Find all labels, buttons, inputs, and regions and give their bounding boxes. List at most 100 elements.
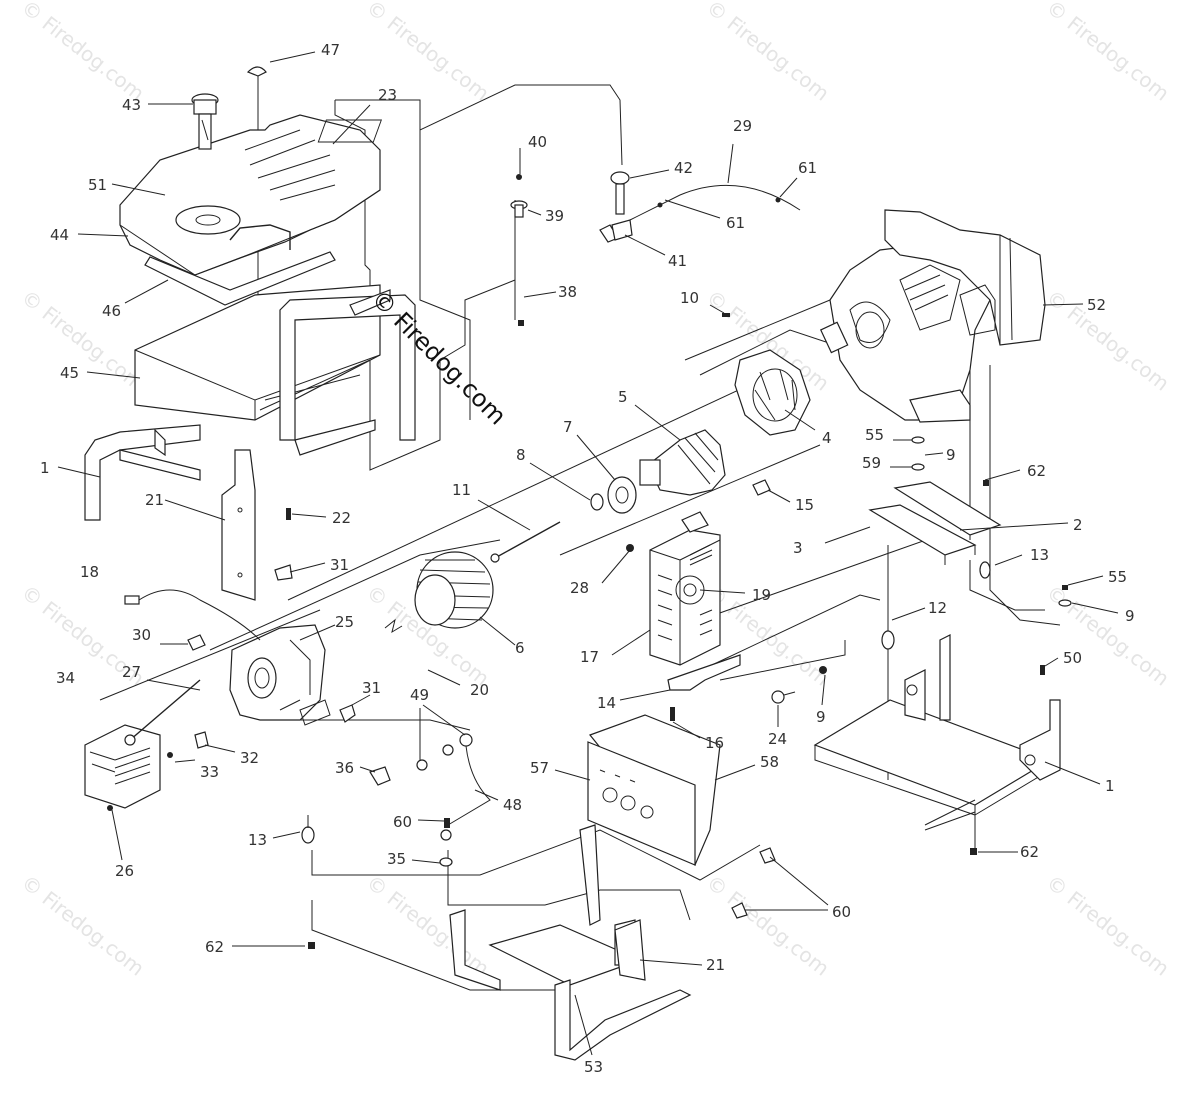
label-26: 26 bbox=[115, 862, 134, 880]
rotor-assembly bbox=[590, 429, 726, 514]
engine bbox=[819, 209, 1046, 423]
mounting-plates bbox=[868, 481, 1002, 565]
mounting-bracket-lower bbox=[614, 919, 646, 981]
label-14: 14 bbox=[597, 694, 616, 712]
end-cover bbox=[84, 724, 161, 809]
watermark-tile: © Firedog.com bbox=[1042, 870, 1174, 980]
label-43: 43 bbox=[122, 96, 141, 114]
label-41: 41 bbox=[668, 252, 687, 270]
label-3: 3 bbox=[793, 539, 803, 557]
watermark-tile: © Firedog.com bbox=[17, 870, 149, 980]
label-9: 9 bbox=[1125, 607, 1135, 625]
label-7: 7 bbox=[563, 418, 573, 436]
watermark-tile: © Firedog.com bbox=[362, 870, 494, 980]
label-49: 49 bbox=[410, 686, 429, 704]
watermark-tile: © Firedog.com bbox=[17, 0, 149, 106]
label-50: 50 bbox=[1063, 649, 1082, 667]
label-12: 12 bbox=[928, 599, 947, 617]
firedog-watermark: © Firedog.com bbox=[366, 284, 512, 430]
mounting-bracket-upper bbox=[221, 449, 256, 601]
label-46: 46 bbox=[102, 302, 121, 320]
label-51: 51 bbox=[88, 176, 107, 194]
watermark-tile: © Firedog.com bbox=[702, 0, 834, 106]
label-42: 42 bbox=[674, 159, 693, 177]
label-4: 4 bbox=[822, 429, 832, 447]
label-48: 48 bbox=[503, 796, 522, 814]
label-30: 30 bbox=[132, 626, 151, 644]
label-32: 32 bbox=[240, 749, 259, 767]
label-24: 24 bbox=[768, 730, 787, 748]
label-18: 18 bbox=[80, 563, 99, 581]
label-47: 47 bbox=[321, 41, 340, 59]
label-55: 55 bbox=[865, 426, 884, 444]
label-62: 62 bbox=[1020, 843, 1039, 861]
label-39: 39 bbox=[545, 207, 564, 225]
label-17: 17 bbox=[580, 648, 599, 666]
label-13: 13 bbox=[248, 831, 267, 849]
label-20: 20 bbox=[470, 681, 489, 699]
label-45: 45 bbox=[60, 364, 79, 382]
stator bbox=[414, 551, 494, 629]
control-box bbox=[649, 511, 721, 666]
label-23: 23 bbox=[378, 86, 397, 104]
label-1: 1 bbox=[40, 459, 50, 477]
tank-gasket bbox=[144, 251, 336, 306]
frame-lower bbox=[449, 824, 692, 1061]
watermark-tile: © Firedog.com bbox=[17, 285, 149, 395]
hardware bbox=[107, 171, 1072, 949]
leader-lines bbox=[57, 51, 1119, 1056]
label-62: 62 bbox=[1027, 462, 1046, 480]
label-55: 55 bbox=[1108, 568, 1127, 586]
reference-lines bbox=[99, 75, 1061, 991]
watermark-tile: © Firedog.com bbox=[1042, 285, 1174, 395]
fuel-gauge bbox=[246, 66, 267, 77]
label-9: 9 bbox=[816, 708, 826, 726]
label-61: 61 bbox=[798, 159, 817, 177]
label-31: 31 bbox=[330, 556, 349, 574]
label-1: 1 bbox=[1105, 777, 1115, 795]
label-25: 25 bbox=[335, 613, 354, 631]
frame-right bbox=[813, 634, 1061, 831]
label-8: 8 bbox=[516, 446, 526, 464]
label-5: 5 bbox=[618, 388, 628, 406]
label-9: 9 bbox=[946, 446, 956, 464]
label-38: 38 bbox=[558, 283, 577, 301]
label-36: 36 bbox=[335, 759, 354, 777]
label-34: 34 bbox=[56, 669, 75, 687]
control-panel bbox=[587, 714, 721, 867]
label-22: 22 bbox=[332, 509, 351, 527]
frame-left bbox=[84, 289, 416, 521]
watermark-tile: © Firedog.com bbox=[1042, 580, 1174, 690]
fuel-tank-assembly bbox=[119, 66, 383, 421]
fuel-cap bbox=[191, 93, 219, 150]
label-16: 16 bbox=[705, 734, 724, 752]
label-62: 62 bbox=[205, 938, 224, 956]
label-27: 27 bbox=[122, 663, 141, 681]
label-33: 33 bbox=[200, 763, 219, 781]
label-59: 59 bbox=[862, 454, 881, 472]
watermark-tile: © Firedog.com bbox=[1042, 0, 1174, 106]
label-29: 29 bbox=[733, 117, 752, 135]
label-19: 19 bbox=[752, 586, 771, 604]
label-60: 60 bbox=[832, 903, 851, 921]
label-11: 11 bbox=[452, 481, 471, 499]
label-52: 52 bbox=[1087, 296, 1106, 314]
label-44: 44 bbox=[50, 226, 69, 244]
label-13: 13 bbox=[1030, 546, 1049, 564]
label-15: 15 bbox=[795, 496, 814, 514]
label-60: 60 bbox=[393, 813, 412, 831]
label-21: 21 bbox=[706, 956, 725, 974]
label-58: 58 bbox=[760, 753, 779, 771]
part-labels: 47 43 23 51 44 46 45 1 21 22 31 18 30 27… bbox=[40, 41, 1135, 1076]
label-40: 40 bbox=[528, 133, 547, 151]
label-6: 6 bbox=[515, 639, 525, 657]
label-61: 61 bbox=[726, 214, 745, 232]
end-housing bbox=[229, 624, 331, 726]
label-31: 31 bbox=[362, 679, 381, 697]
label-35: 35 bbox=[387, 850, 406, 868]
label-2: 2 bbox=[1073, 516, 1083, 534]
label-53: 53 bbox=[584, 1058, 603, 1076]
label-57: 57 bbox=[530, 759, 549, 777]
label-21: 21 bbox=[145, 491, 164, 509]
